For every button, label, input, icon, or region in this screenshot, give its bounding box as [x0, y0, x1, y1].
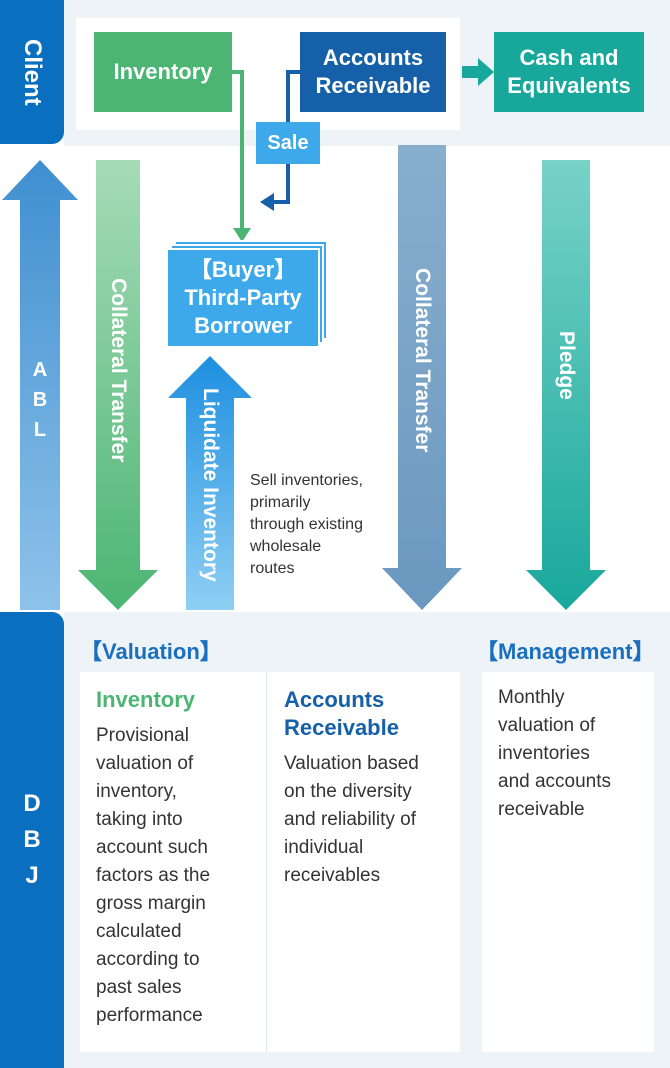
collateral-transfer-right-label-wrap: Collateral Transfer [398, 230, 446, 490]
collateral-transfer-left-label-wrap: Collateral Transfer [96, 240, 140, 500]
cash-equivalents-label: Cash and Equivalents [507, 45, 631, 98]
valuation-heading: 【Valuation】 [80, 639, 222, 664]
client-label-bar: Client [0, 0, 64, 144]
dbj-label-bar: D B J [0, 612, 64, 1068]
valuation-card [80, 672, 460, 1052]
collateral-transfer-left-arrow [78, 160, 158, 610]
inventory-label: Inventory [113, 59, 213, 84]
valuation-inventory-body: Provisional valuation of inventory, taki… [96, 725, 211, 1026]
ar-to-cash-arrow [462, 58, 494, 86]
client-label: Client [19, 38, 46, 106]
dbj-label: D B J [23, 790, 41, 889]
valuation-ar-title: Accounts Receivable [284, 687, 399, 740]
pledge-arrow [526, 160, 606, 610]
valuation-ar-body: Valuation based on the diversity and rel… [284, 753, 419, 886]
inventory-to-buyer-arrowhead [233, 228, 251, 242]
valuation-inventory-title: Inventory [96, 687, 196, 712]
management-body: Monthly valuation of inventories and acc… [498, 687, 612, 820]
abl-arrow [2, 160, 78, 610]
liquidate-inventory-label: Liquidate Inventory [199, 388, 222, 582]
buyer-box: 【Buyer】 Third-Party Borrower [166, 248, 320, 348]
sale-label: Sale [267, 131, 309, 154]
valuation-card-divider [266, 672, 267, 1052]
inventory-box: Inventory [94, 32, 232, 112]
liquidate-inventory-arrow [168, 356, 252, 610]
abl-label-wrap: A B L [20, 340, 60, 460]
collateral-transfer-left-label: Collateral Transfer [107, 277, 130, 463]
accounts-receivable-label: Accounts Receivable [315, 45, 431, 98]
accounts-receivable-box: Accounts Receivable [300, 32, 446, 112]
abl-label: A B L [32, 359, 48, 441]
inventory-to-buyer-connector [232, 70, 244, 230]
liquidate-inventory-label-wrap: Liquidate Inventory [186, 360, 234, 610]
pledge-label: Pledge [555, 330, 578, 400]
pledge-label-wrap: Pledge [542, 310, 590, 420]
collateral-transfer-right-arrow [382, 145, 462, 610]
collateral-transfer-right-label: Collateral Transfer [411, 267, 434, 453]
management-heading: 【Management】 [476, 639, 655, 664]
ar-to-buyer-arrowhead [260, 193, 274, 211]
sale-box: Sale [256, 122, 320, 164]
buyer-label: 【Buyer】 Third-Party Borrower [184, 257, 302, 338]
cash-equivalents-box: Cash and Equivalents [494, 32, 644, 112]
management-card [482, 672, 654, 1052]
sell-inventories-note: Sell inventories, primarily through exis… [250, 472, 363, 577]
